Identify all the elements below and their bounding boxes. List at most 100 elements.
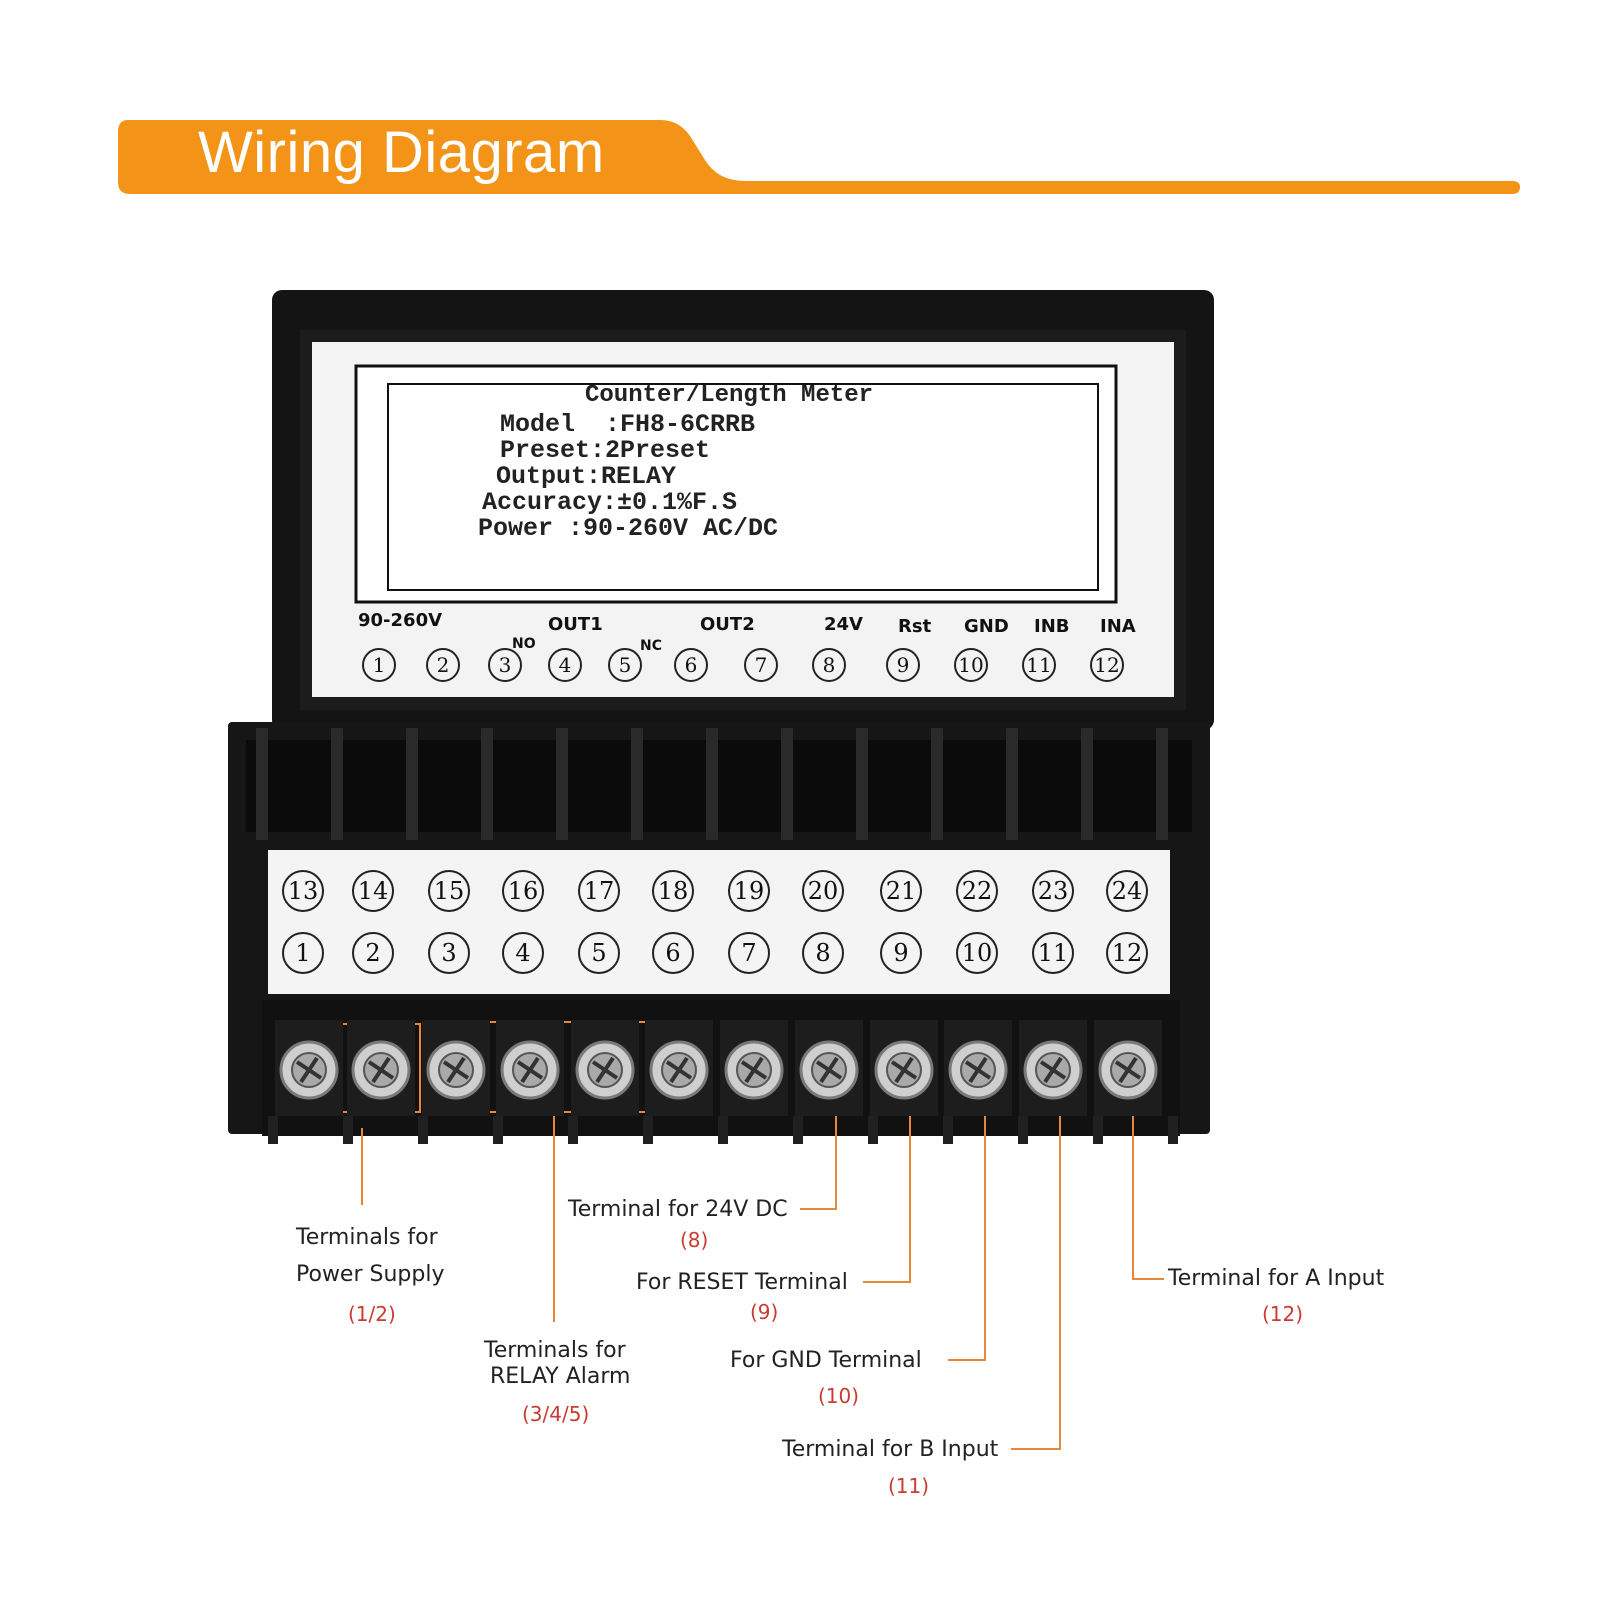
terminal-header-rst: Rst <box>898 616 932 637</box>
strip-upper-number-13: 13 <box>282 870 324 912</box>
terminal-header-24v: 24V <box>824 614 863 635</box>
label-terminal-number-8: 8 <box>812 648 846 682</box>
screw-terminal-2[interactable] <box>347 1020 415 1116</box>
label-terminal-number-2: 2 <box>426 648 460 682</box>
label-terminal-number-3: 3 <box>488 648 522 682</box>
callout-a-num: (12) <box>1262 1302 1304 1326</box>
callout-gnd-num: (10) <box>818 1384 860 1408</box>
screw-terminal-12[interactable] <box>1094 1020 1162 1116</box>
terminal-pin <box>793 1116 803 1144</box>
callout-reset-num: (9) <box>750 1300 779 1324</box>
callout-power-line2: Power Supply <box>296 1262 445 1287</box>
screw-terminal-3[interactable] <box>422 1020 490 1116</box>
label-terminal-number-12: 12 <box>1090 648 1124 682</box>
terminal-header-out1: OUT1 <box>548 614 603 635</box>
banner-shape <box>118 120 1520 194</box>
callout-24v-text: Terminal for 24V DC <box>568 1197 788 1222</box>
slot-divider <box>331 728 343 840</box>
slot-divider <box>781 728 793 840</box>
terminal-header-power: 90-260V <box>358 610 443 631</box>
strip-lower-number-2: 2 <box>352 932 394 974</box>
callout-power-line1: Terminals for <box>296 1225 438 1250</box>
strip-lower-number-11: 11 <box>1032 932 1074 974</box>
slot-divider <box>1006 728 1018 840</box>
slot-divider <box>256 728 268 840</box>
device-label-accuracy: Accuracy:±0.1%F.S <box>482 488 738 517</box>
strip-lower-number-4: 4 <box>502 932 544 974</box>
terminal-pin <box>718 1116 728 1144</box>
strip-upper-number-16: 16 <box>502 870 544 912</box>
device-label-model: Model :FH8-6CRRB <box>500 410 756 439</box>
label-terminal-number-5: 5 <box>608 648 642 682</box>
device-label-output: Output:RELAY <box>496 462 677 491</box>
screw-terminal-9[interactable] <box>870 1020 938 1116</box>
callout-power-num: (1/2) <box>348 1302 396 1326</box>
terminal-pin <box>943 1116 953 1144</box>
leader-reset <box>863 1102 911 1283</box>
screw-terminal-10[interactable] <box>944 1020 1012 1116</box>
terminal-header-nc: NC <box>640 638 662 654</box>
terminal-pin <box>268 1116 278 1144</box>
slot-divider <box>406 728 418 840</box>
screw-terminal-1[interactable] <box>275 1020 343 1116</box>
strip-lower-number-12: 12 <box>1106 932 1148 974</box>
label-terminal-number-6: 6 <box>674 648 708 682</box>
strip-lower-number-3: 3 <box>428 932 470 974</box>
callout-b-num: (11) <box>888 1474 930 1498</box>
strip-upper-number-17: 17 <box>578 870 620 912</box>
screw-terminal-8[interactable] <box>795 1020 863 1116</box>
strip-upper-number-23: 23 <box>1032 870 1074 912</box>
strip-upper-number-24: 24 <box>1106 870 1148 912</box>
device-label-title: Counter/Length Meter <box>585 382 874 409</box>
terminal-header-inb: INB <box>1034 616 1070 637</box>
callout-24v-num: (8) <box>680 1228 709 1252</box>
terminal-pin <box>493 1116 503 1144</box>
screw-terminal-6[interactable] <box>645 1020 713 1116</box>
label-terminal-number-7: 7 <box>744 648 778 682</box>
strip-lower-number-8: 8 <box>802 932 844 974</box>
terminal-pin <box>643 1116 653 1144</box>
number-strip <box>268 850 1170 994</box>
strip-lower-number-5: 5 <box>578 932 620 974</box>
slot-divider <box>556 728 568 840</box>
strip-lower-number-1: 1 <box>282 932 324 974</box>
terminal-pin <box>1093 1116 1103 1144</box>
device-label-power: Power :90-260V AC/DC <box>478 514 779 543</box>
callout-relay-line1: Terminals for <box>484 1338 626 1363</box>
callout-gnd-text: For GND Terminal <box>730 1348 922 1373</box>
terminal-pin <box>418 1116 428 1144</box>
strip-upper-number-22: 22 <box>956 870 998 912</box>
screw-terminal-5[interactable] <box>571 1020 639 1116</box>
slot-divider <box>856 728 868 840</box>
terminal-pin <box>343 1116 353 1144</box>
callout-b-text: Terminal for B Input <box>782 1437 999 1462</box>
slot-divider <box>631 728 643 840</box>
screw-terminal-11[interactable] <box>1019 1020 1087 1116</box>
strip-upper-number-18: 18 <box>652 870 694 912</box>
strip-lower-number-10: 10 <box>956 932 998 974</box>
strip-lower-number-9: 9 <box>880 932 922 974</box>
slot-divider <box>1081 728 1093 840</box>
screw-terminal-7[interactable] <box>720 1020 788 1116</box>
terminal-header-gnd: GND <box>964 616 1009 637</box>
callout-reset-text: For RESET Terminal <box>636 1270 848 1295</box>
callout-relay-line2: RELAY Alarm <box>490 1364 631 1389</box>
strip-upper-number-15: 15 <box>428 870 470 912</box>
label-terminal-number-10: 10 <box>954 648 988 682</box>
strip-upper-number-20: 20 <box>802 870 844 912</box>
terminal-block-top-slots <box>246 740 1192 832</box>
label-terminal-number-9: 9 <box>886 648 920 682</box>
page-title: Wiring Diagram <box>198 120 605 185</box>
strip-lower-number-6: 6 <box>652 932 694 974</box>
screw-terminal-4[interactable] <box>496 1020 564 1116</box>
label-terminal-number-4: 4 <box>548 648 582 682</box>
slot-divider <box>481 728 493 840</box>
strip-upper-number-14: 14 <box>352 870 394 912</box>
terminal-pin <box>1168 1116 1178 1144</box>
callout-relay-num: (3/4/5) <box>522 1402 590 1426</box>
terminal-pin <box>868 1116 878 1144</box>
leader-gnd <box>948 1102 986 1361</box>
leader-b <box>1011 1102 1061 1450</box>
slot-divider <box>1156 728 1168 840</box>
leader-24v <box>800 1102 837 1210</box>
